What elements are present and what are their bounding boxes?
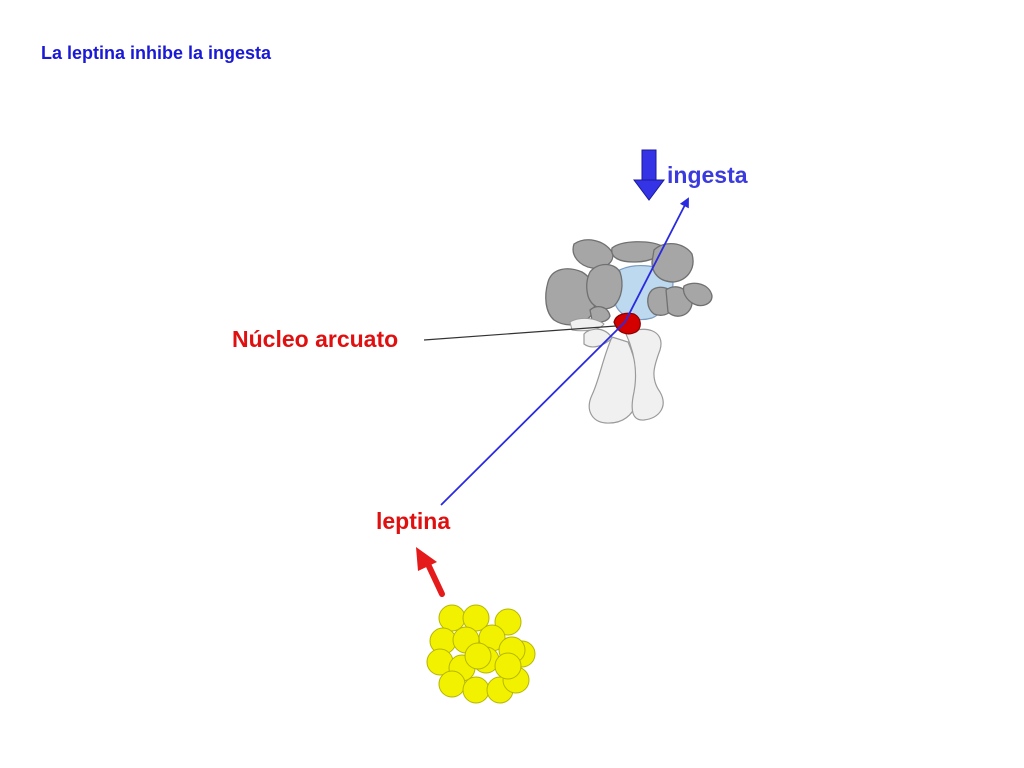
nucleus-pointer-line	[423, 325, 617, 341]
hypothalamus-illustration	[545, 239, 713, 424]
adipose-cell-cluster	[426, 604, 536, 704]
arcuate-nucleus	[613, 312, 641, 335]
arcuate-nucleus-label: Núcleo arcuato	[232, 326, 399, 352]
diagram-title: La leptina inhibe la ingesta	[41, 43, 272, 63]
leptina-label: leptina	[376, 508, 451, 534]
ingesta-label: ingesta	[667, 162, 748, 188]
brain-lobes	[545, 239, 713, 326]
leptin-pathway-line	[440, 321, 626, 506]
ingesta-pathway-arrow	[624, 197, 689, 323]
brainstem-shape	[583, 328, 664, 424]
arrow-down-icon	[633, 149, 665, 201]
arrow-up-icon	[416, 547, 445, 597]
